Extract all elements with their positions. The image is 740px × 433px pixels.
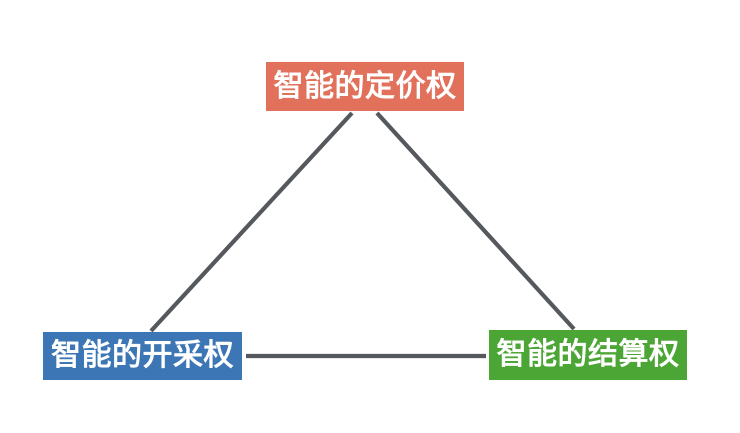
node-bottom-right-label: 智能的结算权 <box>496 338 680 371</box>
node-bottom-left-mining-right[interactable]: 智能的开采权 <box>43 332 242 380</box>
connector-top-to-left <box>149 111 354 333</box>
connector-top-to-right <box>375 111 576 331</box>
node-bottom-left-label: 智能的开采权 <box>51 339 234 372</box>
node-top-label: 智能的定价权 <box>273 69 457 103</box>
node-top-pricing-right[interactable]: 智能的定价权 <box>266 62 464 111</box>
node-bottom-right-settlement-right[interactable]: 智能的结算权 <box>489 330 687 380</box>
